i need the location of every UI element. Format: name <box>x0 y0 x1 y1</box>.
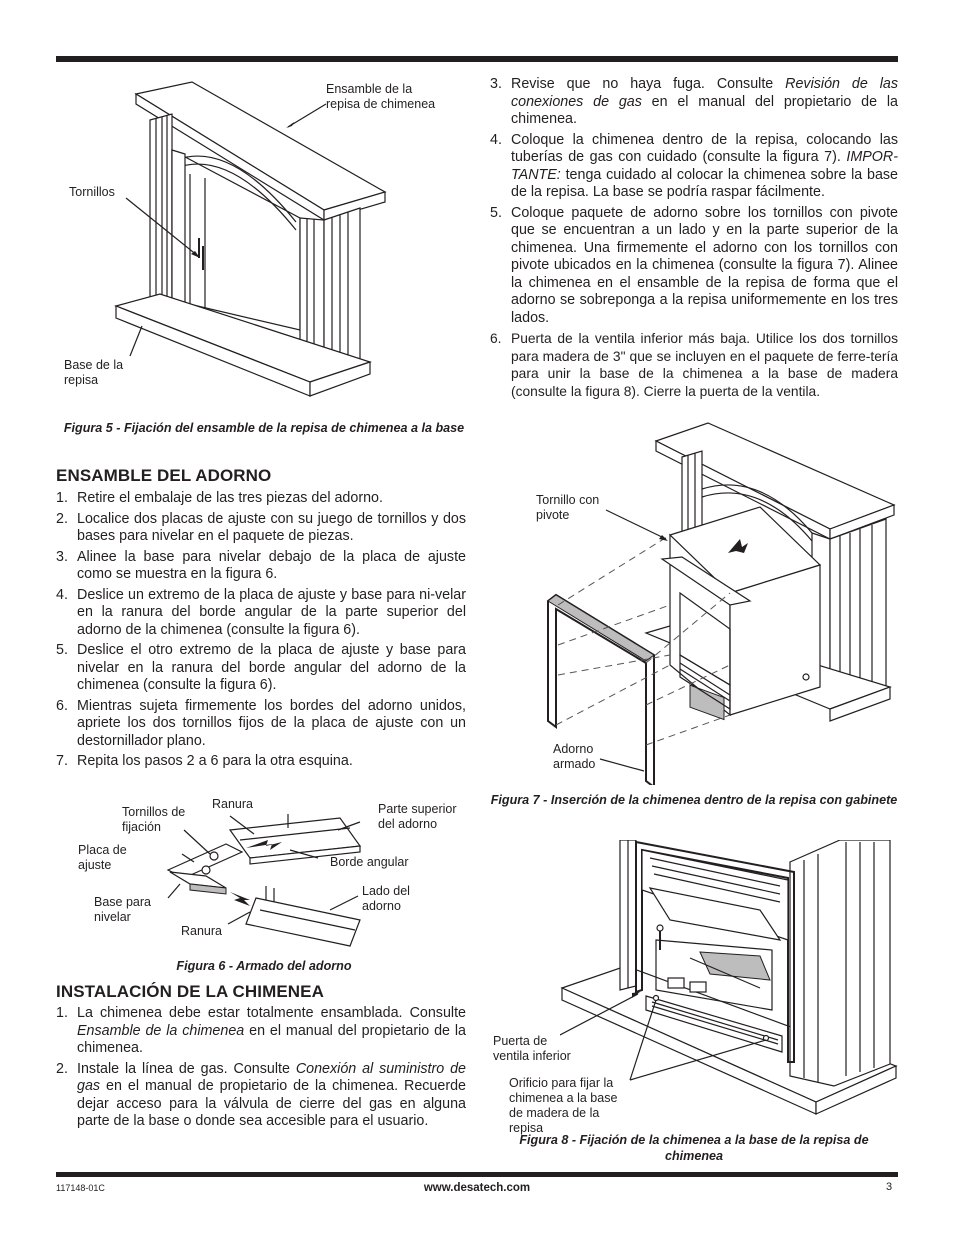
list-item: 7.Repita los pasos 2 a 6 para la otra es… <box>56 753 353 769</box>
label-leveling-base: Base para nivelar <box>94 895 151 924</box>
label-trim-side: Lado del adorno <box>362 884 410 913</box>
section-heading-fireplace-install: INSTALACIÓN DE LA CHIMENEA <box>56 982 324 1001</box>
top-rule <box>56 56 898 62</box>
label-trim-top: Parte superior del adorno <box>378 802 457 831</box>
label-angle-edge: Borde angular <box>330 855 409 869</box>
list-item: 5.Deslice el otro extremo de la placa de… <box>56 642 466 693</box>
label-mounting-holes: Orificio para fijar la chimenea a la bas… <box>509 1076 618 1135</box>
document-number: 117148-01C <box>56 1183 105 1193</box>
figure8-caption: Figura 8 - Fijación de la chimenea a la … <box>519 1133 869 1163</box>
label-set-screws: Tornillos de fijación <box>122 805 186 834</box>
list-item: 3.Alinee la base para nivelar debajo de … <box>56 548 466 583</box>
list-item: 4.Deslice un extremo de la placa de ajus… <box>56 586 466 638</box>
label-trim-assembled: Adorno armado <box>553 742 596 771</box>
figure7-insertion-illustration <box>547 422 896 785</box>
label-slot-top: Ranura <box>212 797 253 811</box>
fireplace-install-steps-right: 3.Revise que no haya fuga. Consulte Revi… <box>490 76 898 403</box>
list-item: 5.Coloque paquete de adorno sobre los to… <box>490 204 898 326</box>
list-item: 6.Puerta de la ventila inferior más baja… <box>490 331 898 399</box>
label-screws: Tornillos <box>69 185 115 199</box>
label-mantel-assembly: Ensamble de la repisa de chimenea <box>326 82 436 111</box>
figure8-attach-illustration <box>560 840 898 1115</box>
figure7-caption: Figura 7 - Inserción de la chimenea dent… <box>490 793 898 807</box>
label-mantel-base: Base de la repisa <box>64 358 124 387</box>
figure5-caption: Figura 5 - Fijación del ensamble de la r… <box>63 421 465 435</box>
figure5-mantel-illustration <box>114 81 387 397</box>
list-item: 4.Coloque la chimenea dentro de la repis… <box>490 131 898 201</box>
page-number: 3 <box>886 1181 893 1193</box>
label-slot-bottom: Ranura <box>181 924 222 938</box>
list-item: 6.Mientras sujeta firmemente los bordes … <box>56 697 466 749</box>
figure6-caption: Figura 6 - Armado del adorno <box>176 959 352 973</box>
fireplace-install-steps-left: 1.La chimenea debe estar totalmente ensa… <box>56 1005 466 1134</box>
label-pivot-screw: Tornillo con pivote <box>536 493 600 522</box>
list-item: 2.Localice dos placas de ajuste con su j… <box>56 510 466 545</box>
figure6-trim-illustration <box>166 814 362 947</box>
label-adjust-plate: Placa de ajuste <box>78 843 127 872</box>
label-lower-vent-door: Puerta de ventila inferior <box>493 1034 571 1063</box>
bottom-rule <box>56 1172 898 1177</box>
section-heading-trim-assembly: ENSAMBLE DEL ADORNO <box>56 466 272 485</box>
list-item: 1.Retire el embalaje de las tres piezas … <box>56 490 383 506</box>
footer-website[interactable]: www.desatech.com <box>423 1182 531 1194</box>
list-item: 3.Revise que no haya fuga. Consulte Revi… <box>490 76 898 127</box>
trim-assembly-steps: 1.Retire el embalaje de las tres piezas … <box>56 490 466 774</box>
list-item: 1.La chimenea debe estar totalmente ensa… <box>56 1005 467 1056</box>
list-item: 2.Instale la línea de gas. Consulte Cone… <box>56 1060 466 1130</box>
